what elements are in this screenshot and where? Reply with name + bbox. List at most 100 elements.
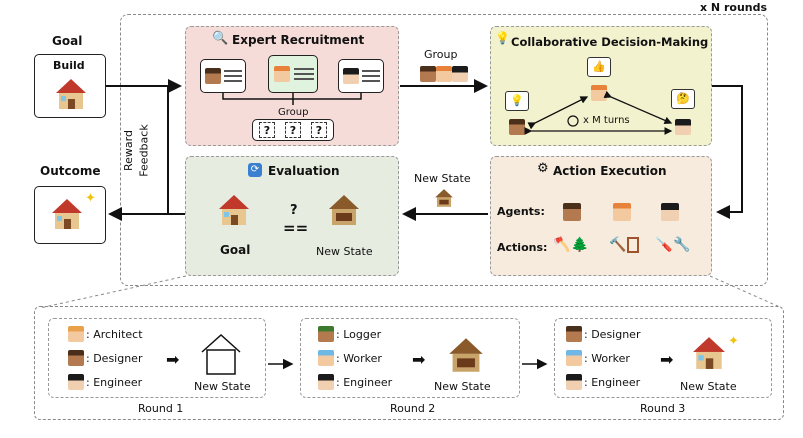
round-1-state: New State [194,380,251,393]
expert-card-3 [338,59,384,93]
round-3-title: Round 3 [640,402,686,415]
unknown-slot: ? [259,122,275,138]
magnifier-icon: 🔍 [212,31,229,46]
house-icon [435,189,453,207]
round-3-role-1: : Designer [584,328,641,341]
round-1-role-2: : Designer [86,352,143,365]
agent-face [318,374,334,390]
agent-face [452,66,468,82]
agent-face [68,326,84,342]
house-icon [449,338,483,372]
agent-face [68,350,84,366]
thumbs-up-icon: 👍 [587,57,611,77]
outer-rounds-frame [120,14,768,286]
collab-panel: 💡 Collaborative Decision-Making 👍 💡 🤔 x … [490,26,712,146]
agent-face [318,350,334,366]
round-2-state: New State [434,380,491,393]
house-icon [52,199,82,229]
round-1-title: Round 1 [138,402,184,415]
group-inner-label: Group [278,107,309,118]
agent-face [436,66,452,82]
group-connector [222,93,362,105]
sparkle-icon: ✦ [728,334,739,349]
action-execution-panel: ⚙ Action Execution Agents: Actions: 🪓 🌲 … [490,156,712,276]
lightbulb-icon: 💡 [495,31,510,45]
arrow-right-icon: ➡ [412,350,426,369]
agent-face [68,374,84,390]
agent-face [566,350,582,366]
actions-label: Actions: [497,241,548,254]
evaluation-title: Evaluation [268,164,340,178]
arrow-right-icon: ➡ [660,350,674,369]
door-icon [627,237,639,253]
m-turns-label: x M turns [583,115,630,126]
tree-icon: 🌲 [571,237,589,253]
eval-goal-label: Goal [220,243,251,257]
action-execution-title: Action Execution [553,164,667,178]
sparkle-icon: ✦ [85,191,96,206]
outcome-card: ✦ [34,186,106,244]
agent-face [420,66,436,82]
house-icon [219,195,249,225]
agent-face [509,119,525,135]
agent-face [566,374,582,390]
evaluation-panel: ⟳ Evaluation Goal ? == New State [185,156,399,276]
round-2-title: Round 2 [390,402,436,415]
agent-face [613,203,631,221]
agent-face [318,326,334,342]
agents-label: Agents: [497,205,545,218]
new-state-arrow-label: New State [414,172,471,185]
agent-face [675,119,691,135]
expert-card-2 [268,55,318,93]
axe-icon: 🪓 [553,237,571,253]
gear-icon: ⚙ [537,161,549,176]
house-outline-icon [201,333,241,375]
rounds-label: x N rounds [700,1,768,14]
agent-face [661,203,679,221]
round-1-role-3: : Engineer [86,376,143,389]
question-mark: ? [290,203,298,218]
discussion-arrows [524,90,673,135]
goal-card: Build [34,54,106,118]
refresh-icon: ⟳ [248,163,262,177]
agent-face [563,203,581,221]
round-2-role-1: : Logger [336,328,382,341]
arrow-right-icon: ➡ [166,350,180,369]
rounds-detail-frame [34,306,784,420]
round-3-role-3: : Engineer [584,376,641,389]
goal-label: Goal [52,34,83,48]
outcome-label: Outcome [40,164,101,178]
expert-recruitment-title: Expert Recruitment [232,33,365,47]
round-1-role-1: : Architect [86,328,143,341]
screwdriver-icon: 🪛 [655,237,673,253]
agent-face [566,326,582,342]
house-icon [56,79,86,109]
group-arrow-label: Group [424,48,458,61]
house-icon [329,195,359,225]
build-label: Build [53,59,85,72]
expert-card-1 [200,59,246,93]
round-2-box [300,318,520,398]
hammer-icon: 🔨 [609,237,627,253]
unknown-slot: ? [311,122,327,138]
agent-face [591,85,607,101]
unknown-slot: ? [285,122,301,138]
round-1-box [48,318,266,398]
round-3-state: New State [680,380,737,393]
round-3-role-2: : Worker [584,352,630,365]
lightbulb-icon: 💡 [505,91,529,111]
agent-face [343,68,359,84]
agent-face [205,68,221,84]
round-2-role-3: : Engineer [336,376,393,389]
group-box: ? ? ? [252,119,334,141]
wrench-icon: 🔧 [673,237,691,253]
equals-sign: == [283,219,309,237]
round-2-role-2: : Worker [336,352,382,365]
expert-recruitment-panel: 🔍 Expert Recruitment Group ? ? ? [185,26,399,146]
eval-new-state-label: New State [316,245,373,258]
agent-face [274,66,290,82]
house-icon [693,337,725,369]
collab-title: Collaborative Decision-Making [511,35,709,49]
round-3-box [554,318,772,398]
